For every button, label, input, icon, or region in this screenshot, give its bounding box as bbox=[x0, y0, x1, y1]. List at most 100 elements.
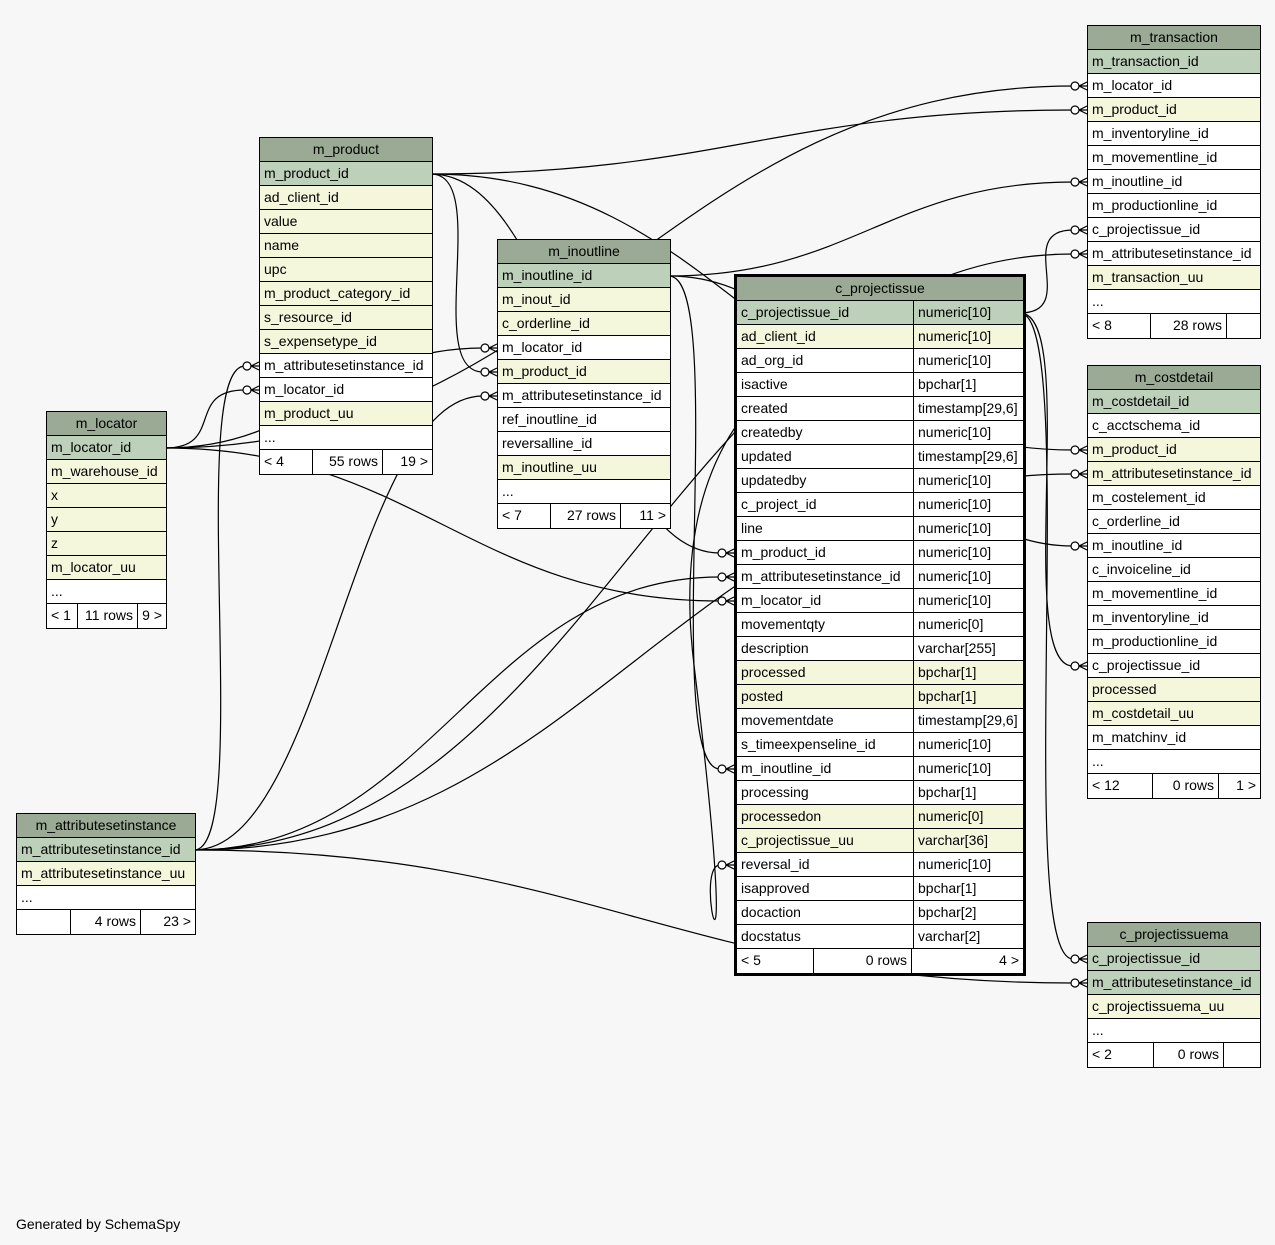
table-row[interactable]: ref_inoutline_id bbox=[498, 408, 670, 432]
table-row[interactable]: name bbox=[260, 234, 432, 258]
parents-count[interactable]: < 4 bbox=[264, 453, 284, 469]
table-row[interactable]: c_invoiceline_id bbox=[1088, 558, 1260, 582]
table-row[interactable]: ... bbox=[498, 480, 670, 504]
table-row[interactable]: x bbox=[47, 484, 166, 508]
table-row[interactable]: m_product_uu bbox=[260, 402, 432, 426]
table-row[interactable]: s_resource_id bbox=[260, 306, 432, 330]
table-row[interactable]: z bbox=[47, 532, 166, 556]
table-row[interactable]: m_locator_id bbox=[498, 336, 670, 360]
table-row[interactable]: ... bbox=[47, 580, 166, 604]
table-row[interactable]: m_product_id bbox=[1088, 98, 1260, 122]
table-row[interactable]: m_attributesetinstance_id bbox=[17, 838, 195, 862]
parents-count[interactable]: < 2 bbox=[1092, 1046, 1112, 1062]
table-row[interactable]: m_attributesetinstance_id bbox=[498, 384, 670, 408]
table-row[interactable]: m_inventoryline_id bbox=[1088, 606, 1260, 630]
row-count[interactable]: 0 rows bbox=[1153, 1043, 1223, 1067]
parents-count[interactable]: < 5 bbox=[741, 952, 761, 968]
table-row[interactable]: m_locator_id bbox=[47, 436, 166, 460]
table-row[interactable]: m_movementline_id bbox=[1088, 146, 1260, 170]
table-row[interactable]: m_product_category_id bbox=[260, 282, 432, 306]
table-row[interactable]: c_projectissue_id bbox=[1088, 654, 1260, 678]
children-count[interactable] bbox=[1223, 1043, 1260, 1067]
table-row[interactable]: m_attributesetinstance_id bbox=[1088, 971, 1260, 995]
table-row[interactable]: m_transaction_uu bbox=[1088, 266, 1260, 290]
parents-count[interactable]: < 7 bbox=[502, 507, 522, 523]
table-row[interactable]: c_projectissue_id bbox=[1088, 218, 1260, 242]
children-count[interactable]: 19 > bbox=[382, 450, 432, 474]
children-count[interactable]: 9 > bbox=[137, 604, 166, 628]
table-row[interactable]: m_product_id bbox=[1088, 438, 1260, 462]
table-row[interactable]: m_movementline_id bbox=[1088, 582, 1260, 606]
row-count[interactable]: 0 rows bbox=[1152, 774, 1218, 798]
table-row[interactable]: c_orderline_id bbox=[1088, 510, 1260, 534]
table-row[interactable]: m_matchinv_id bbox=[1088, 726, 1260, 750]
table-row[interactable]: m_productionline_id bbox=[1088, 194, 1260, 218]
parents-count[interactable] bbox=[17, 910, 70, 934]
table-row[interactable]: m_inoutline_id bbox=[1088, 170, 1260, 194]
row-count[interactable]: 4 rows bbox=[70, 910, 140, 934]
children-count[interactable]: 23 > bbox=[140, 910, 195, 934]
children-count[interactable]: 1 > bbox=[1218, 774, 1260, 798]
table-row[interactable]: m_costdetail_uu bbox=[1088, 702, 1260, 726]
table-row[interactable]: ... bbox=[1088, 1019, 1260, 1043]
table-row[interactable]: m_inoutline_uu bbox=[498, 456, 670, 480]
table-row[interactable]: m_productionline_id bbox=[1088, 630, 1260, 654]
table-row[interactable]: m_attributesetinstance_id bbox=[260, 354, 432, 378]
parents-count[interactable]: < 8 bbox=[1092, 317, 1112, 333]
table-row[interactable]: c_projectissuema_uu bbox=[1088, 995, 1260, 1019]
table-title[interactable]: m_product bbox=[260, 138, 432, 162]
table-row[interactable]: reversalline_id bbox=[498, 432, 670, 456]
table-row[interactable]: ... bbox=[17, 886, 195, 910]
table-row[interactable]: m_inoutline_id bbox=[498, 264, 670, 288]
row-count[interactable]: 28 rows bbox=[1150, 314, 1226, 338]
table-row[interactable]: processed bbox=[1088, 678, 1260, 702]
row-count[interactable]: 55 rows bbox=[312, 450, 382, 474]
table-row[interactable]: m_transaction_id bbox=[1088, 50, 1260, 74]
table-row[interactable]: ... bbox=[1088, 750, 1260, 774]
row-count[interactable]: 11 rows bbox=[77, 604, 137, 628]
table-row[interactable]: m_inoutline_id bbox=[1088, 534, 1260, 558]
table-row[interactable]: ad_client_id bbox=[260, 186, 432, 210]
table-title[interactable]: m_locator bbox=[47, 412, 166, 436]
table-title[interactable]: m_attributesetinstance bbox=[17, 814, 195, 838]
children-count[interactable] bbox=[1226, 314, 1260, 338]
table-row[interactable]: c_projectissue_id bbox=[1088, 947, 1260, 971]
children-count[interactable]: 4 > bbox=[911, 949, 1023, 973]
table-row[interactable]: m_costdetail_id bbox=[1088, 390, 1260, 414]
table-row[interactable]: upc bbox=[260, 258, 432, 282]
table-row[interactable]: m_product_id bbox=[498, 360, 670, 384]
table-row[interactable]: s_expensetype_id bbox=[260, 330, 432, 354]
table-row[interactable]: ... bbox=[260, 426, 432, 450]
table-title[interactable]: c_projectissuema bbox=[1088, 923, 1260, 947]
table-row[interactable]: c_acctschema_id bbox=[1088, 414, 1260, 438]
